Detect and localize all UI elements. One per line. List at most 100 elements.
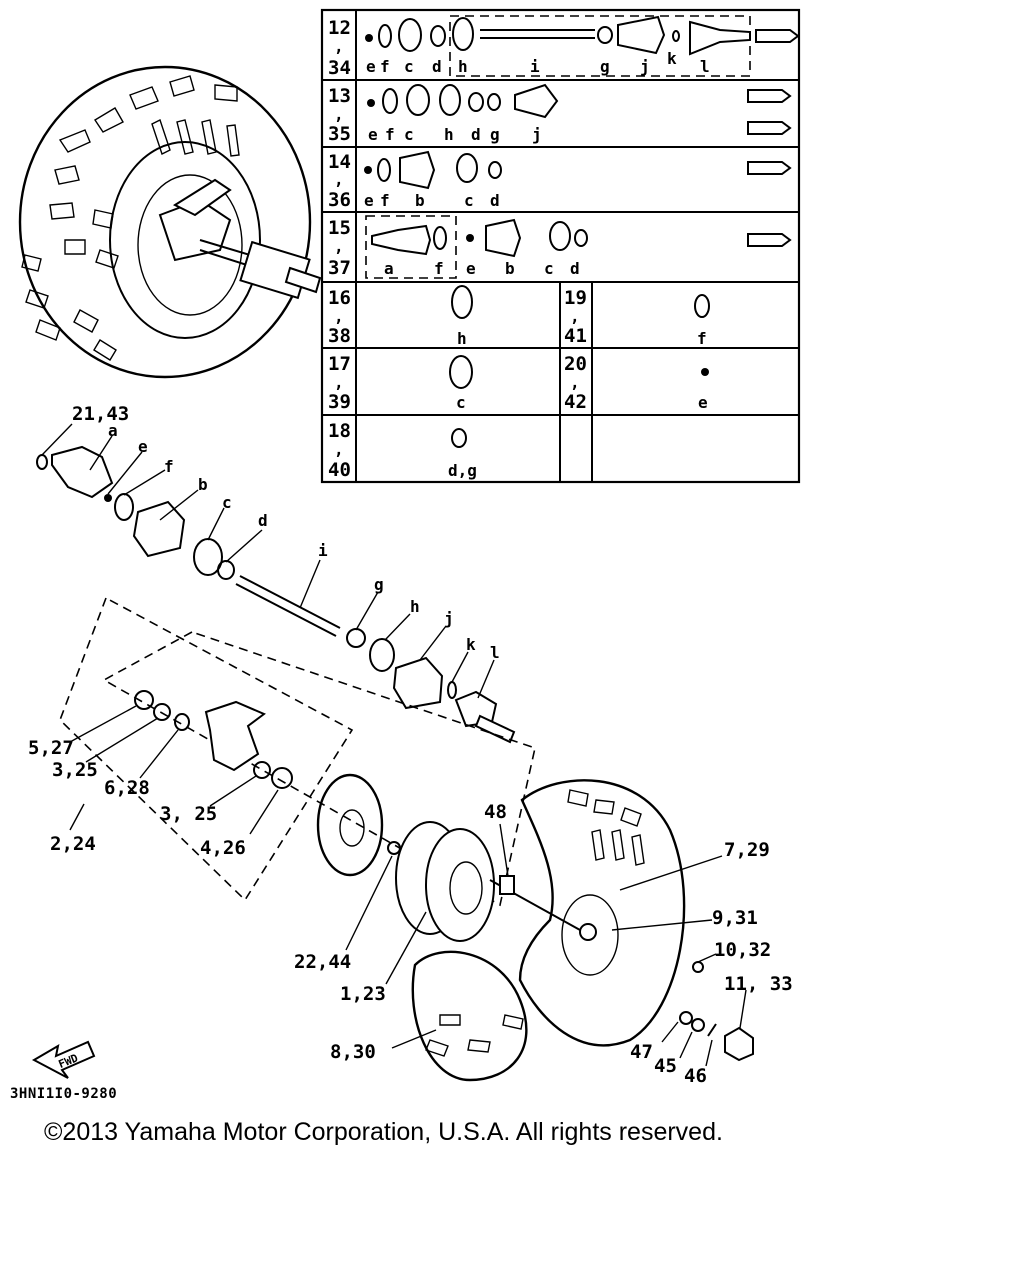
svg-text:8,30: 8,30	[330, 1041, 376, 1063]
svg-text:38: 38	[328, 325, 351, 347]
svg-text:,: ,	[334, 373, 344, 392]
svg-text:c: c	[456, 393, 466, 412]
svg-text:h: h	[444, 125, 454, 144]
svg-text:15: 15	[328, 217, 351, 239]
svg-text:17: 17	[328, 353, 351, 375]
svg-text:36: 36	[328, 189, 351, 211]
svg-text:h: h	[410, 597, 420, 616]
svg-text:18: 18	[328, 420, 351, 442]
parts-table: 12 , 34 13 , 35 14 , 36 15 , 37 16 , 38 …	[320, 8, 801, 484]
svg-text:l: l	[490, 643, 500, 662]
row-13-parts: e f c h d g j	[367, 83, 792, 144]
svg-text:,: ,	[334, 37, 344, 56]
svg-text:g: g	[374, 575, 384, 594]
svg-text:a: a	[108, 421, 118, 440]
svg-text:5,27: 5,27	[28, 737, 74, 759]
svg-text:j: j	[532, 125, 542, 144]
svg-text:f: f	[697, 329, 707, 348]
svg-text:c: c	[544, 259, 554, 278]
svg-text:f: f	[434, 259, 444, 278]
svg-text:4,26: 4,26	[200, 837, 246, 859]
svg-text:b: b	[505, 259, 515, 278]
row-12-parts: e f c d h i g j k l	[365, 15, 800, 76]
svg-text:11, 33: 11, 33	[724, 973, 793, 995]
svg-text:9,31: 9,31	[712, 907, 758, 929]
svg-text:j: j	[444, 609, 454, 628]
svg-text:6,28: 6,28	[104, 777, 150, 799]
svg-text:,: ,	[334, 237, 344, 256]
svg-text:12: 12	[328, 17, 351, 39]
svg-text:k: k	[667, 49, 677, 68]
row-13-35: 13 , 35	[328, 85, 351, 145]
fwd-arrow-icon: FWD	[31, 1040, 96, 1079]
svg-text:e: e	[364, 191, 374, 210]
row-12-34: 12 , 34	[328, 17, 351, 79]
svg-text:c: c	[464, 191, 474, 210]
svg-text:h: h	[458, 57, 468, 76]
svg-text:f: f	[380, 191, 390, 210]
svg-text:3, 25: 3, 25	[160, 803, 217, 825]
svg-text:,: ,	[334, 440, 344, 459]
svg-text:,: ,	[334, 307, 344, 326]
svg-text:d: d	[432, 57, 442, 76]
svg-text:g: g	[600, 57, 610, 76]
row-16-parts: h f	[451, 285, 710, 348]
svg-text:d,g: d,g	[448, 461, 477, 480]
copyright-text: ©2013 Yamaha Motor Corporation, U.S.A. A…	[44, 1118, 723, 1146]
svg-text:,: ,	[334, 170, 344, 189]
svg-text:48: 48	[484, 801, 507, 823]
svg-text:20: 20	[564, 353, 587, 375]
wheel-assembly-bottom: 48 7,29 9,31 10,32 11, 33 22,44 1,23 8,3…	[294, 773, 793, 1087]
svg-text:c: c	[222, 493, 232, 512]
svg-text:d: d	[258, 511, 268, 530]
svg-text:42: 42	[564, 391, 587, 413]
knuckle-group: 5,27 3,25 6,28 3, 25 4,26 2,24	[28, 596, 536, 907]
svg-text:k: k	[466, 635, 476, 654]
svg-text:d: d	[490, 191, 500, 210]
svg-text:19: 19	[564, 287, 587, 309]
exploded-driveshaft: 21,43 a e f b c d i g h j k l	[36, 403, 516, 744]
svg-text:d: d	[570, 259, 580, 278]
svg-text:i: i	[530, 57, 540, 76]
row-14-parts: e f b c d	[364, 150, 792, 210]
svg-text:a: a	[384, 259, 394, 278]
svg-text:45: 45	[654, 1055, 677, 1077]
svg-text:14: 14	[328, 151, 351, 173]
svg-text:c: c	[404, 57, 414, 76]
svg-text:b: b	[198, 475, 208, 494]
diagram-code: 3HNI1I0-9280	[10, 1086, 118, 1102]
svg-text:46: 46	[684, 1065, 707, 1087]
row-17-39: 17 , 39 20 , 42	[328, 353, 587, 413]
svg-text:21,43: 21,43	[72, 403, 129, 425]
row-18-parts: d,g	[448, 428, 477, 480]
wheel-assembly-top	[18, 65, 322, 379]
svg-text:f: f	[164, 457, 174, 476]
svg-text:e: e	[698, 393, 708, 412]
svg-text:b: b	[415, 191, 425, 210]
row-18-40: 18 , 40	[328, 420, 351, 481]
svg-text:13: 13	[328, 85, 351, 107]
svg-text:c: c	[404, 125, 414, 144]
svg-text:,: ,	[570, 373, 580, 392]
svg-text:,: ,	[334, 105, 344, 124]
svg-text:1,23: 1,23	[340, 983, 386, 1005]
row-14-36: 14 , 36	[328, 151, 351, 211]
svg-text:j: j	[640, 57, 650, 76]
svg-text:39: 39	[328, 391, 351, 413]
svg-text:10,32: 10,32	[714, 939, 771, 961]
svg-text:35: 35	[328, 123, 351, 145]
svg-text:16: 16	[328, 287, 351, 309]
svg-text:l: l	[700, 57, 710, 76]
svg-text:2,24: 2,24	[50, 833, 96, 855]
svg-text:7,29: 7,29	[724, 839, 770, 861]
svg-text:47: 47	[630, 1041, 653, 1063]
svg-text:e: e	[366, 57, 376, 76]
svg-text:41: 41	[564, 325, 587, 347]
svg-text:i: i	[318, 541, 328, 560]
svg-text:40: 40	[328, 459, 351, 481]
row-15-parts: a f e b c d	[371, 218, 792, 278]
svg-text:f: f	[380, 57, 390, 76]
svg-text:3,25: 3,25	[52, 759, 98, 781]
svg-text:,: ,	[570, 307, 580, 326]
